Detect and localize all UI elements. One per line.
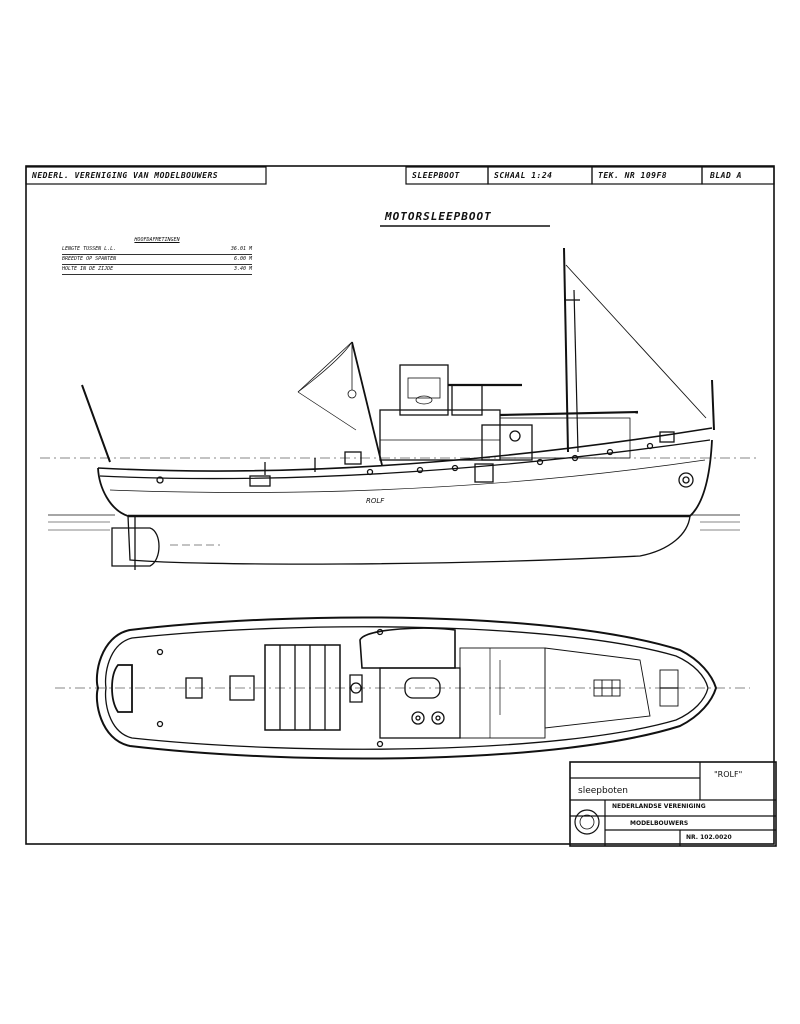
title-block-org-line1: NEDERLANDSE VERENIGING <box>612 803 706 810</box>
drawing-number-label: TEK. NR 109F8 <box>598 171 668 180</box>
side-elevation <box>40 247 760 570</box>
dimension-row: HOLTE IN DE ZIJDE 3.40 M <box>62 265 252 275</box>
dimensions-heading: HOOFDAFMETINGEN <box>134 237 180 243</box>
dimension-label: BREEDTE OP SPANTEN <box>62 256 117 262</box>
sheet-label: BLAD A <box>710 171 742 180</box>
hull-name: ROLF <box>366 497 385 505</box>
dimension-label: LENGTE TUSSEN L.L. <box>62 246 117 252</box>
vessel-type-label: SLEEPBOOT <box>412 171 460 180</box>
plan-view <box>55 616 750 760</box>
scale-label: SCHAAL 1:24 <box>494 171 553 180</box>
dimension-value: 36.01 M <box>230 246 252 252</box>
dimension-value: 6.00 M <box>233 256 252 262</box>
title-block-org-line2: MODELBOUWERS <box>630 820 689 827</box>
header-sheet-box <box>701 166 775 185</box>
title-block-name: "ROLF" <box>714 770 743 779</box>
dimension-value: 3.40 M <box>233 266 252 272</box>
title-block <box>569 761 777 847</box>
title-block-number: NR. 102.0020 <box>686 834 732 841</box>
header-society-box <box>25 166 267 185</box>
dimension-label: HOLTE IN DE ZIJDE <box>62 266 114 272</box>
dimensions-table: HOOFDAFMETINGEN LENGTE TUSSEN L.L. 36.01… <box>62 236 252 275</box>
drawing-title: MOTORSLEEPBOOT <box>385 210 492 223</box>
title-block-category: sleepboten <box>578 786 628 796</box>
dimension-row: BREEDTE OP SPANTEN 6.00 M <box>62 255 252 265</box>
dimension-row: LENGTE TUSSEN L.L. 36.01 M <box>62 245 252 255</box>
society-label: NEDERL. VERENIGING VAN MODELBOUWERS <box>32 171 219 180</box>
drawing-frame <box>25 165 775 845</box>
